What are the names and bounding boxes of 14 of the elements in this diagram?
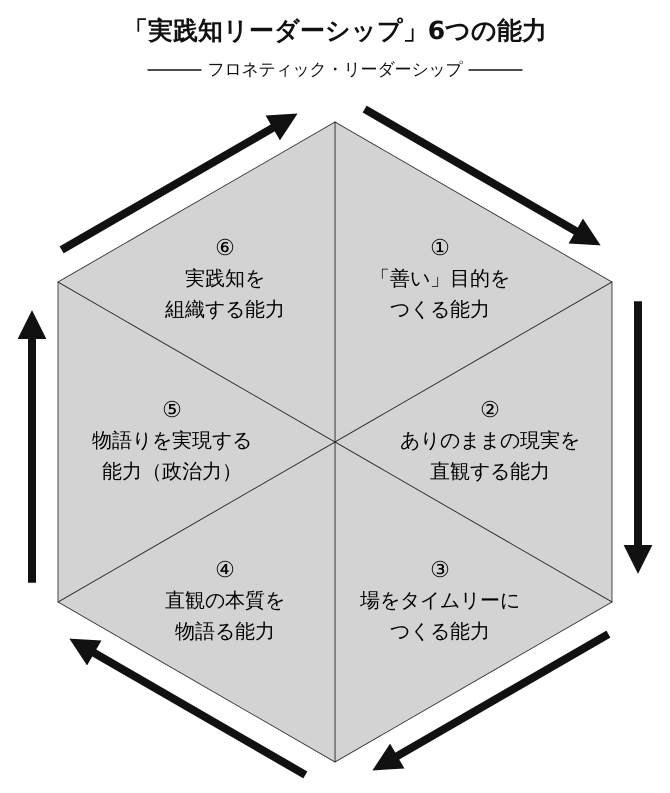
- step-number: ①: [430, 235, 450, 263]
- subtitle: フロネティック・リーダーシップ: [208, 59, 462, 81]
- title: 「実践知リーダーシップ」6つの能力: [122, 15, 548, 47]
- step-number: ⑥: [215, 235, 235, 263]
- ability-text: 「善い」目的をつくる能力: [370, 265, 510, 323]
- ability-text: 物語りを実現する能力（政治力）: [92, 427, 252, 485]
- ability-text: 直観の本質を物語る能力: [165, 587, 285, 645]
- step-number: ⑤: [162, 397, 182, 425]
- step-number: ③: [430, 557, 450, 585]
- ability-text: 場をタイムリーにつくる能力: [360, 587, 520, 645]
- ability-text: ありのままの現実を直観する能力: [400, 427, 580, 485]
- ability-text: 実践知を組織する能力: [165, 265, 285, 323]
- step-number: ②: [480, 397, 500, 425]
- step-number: ④: [215, 557, 235, 585]
